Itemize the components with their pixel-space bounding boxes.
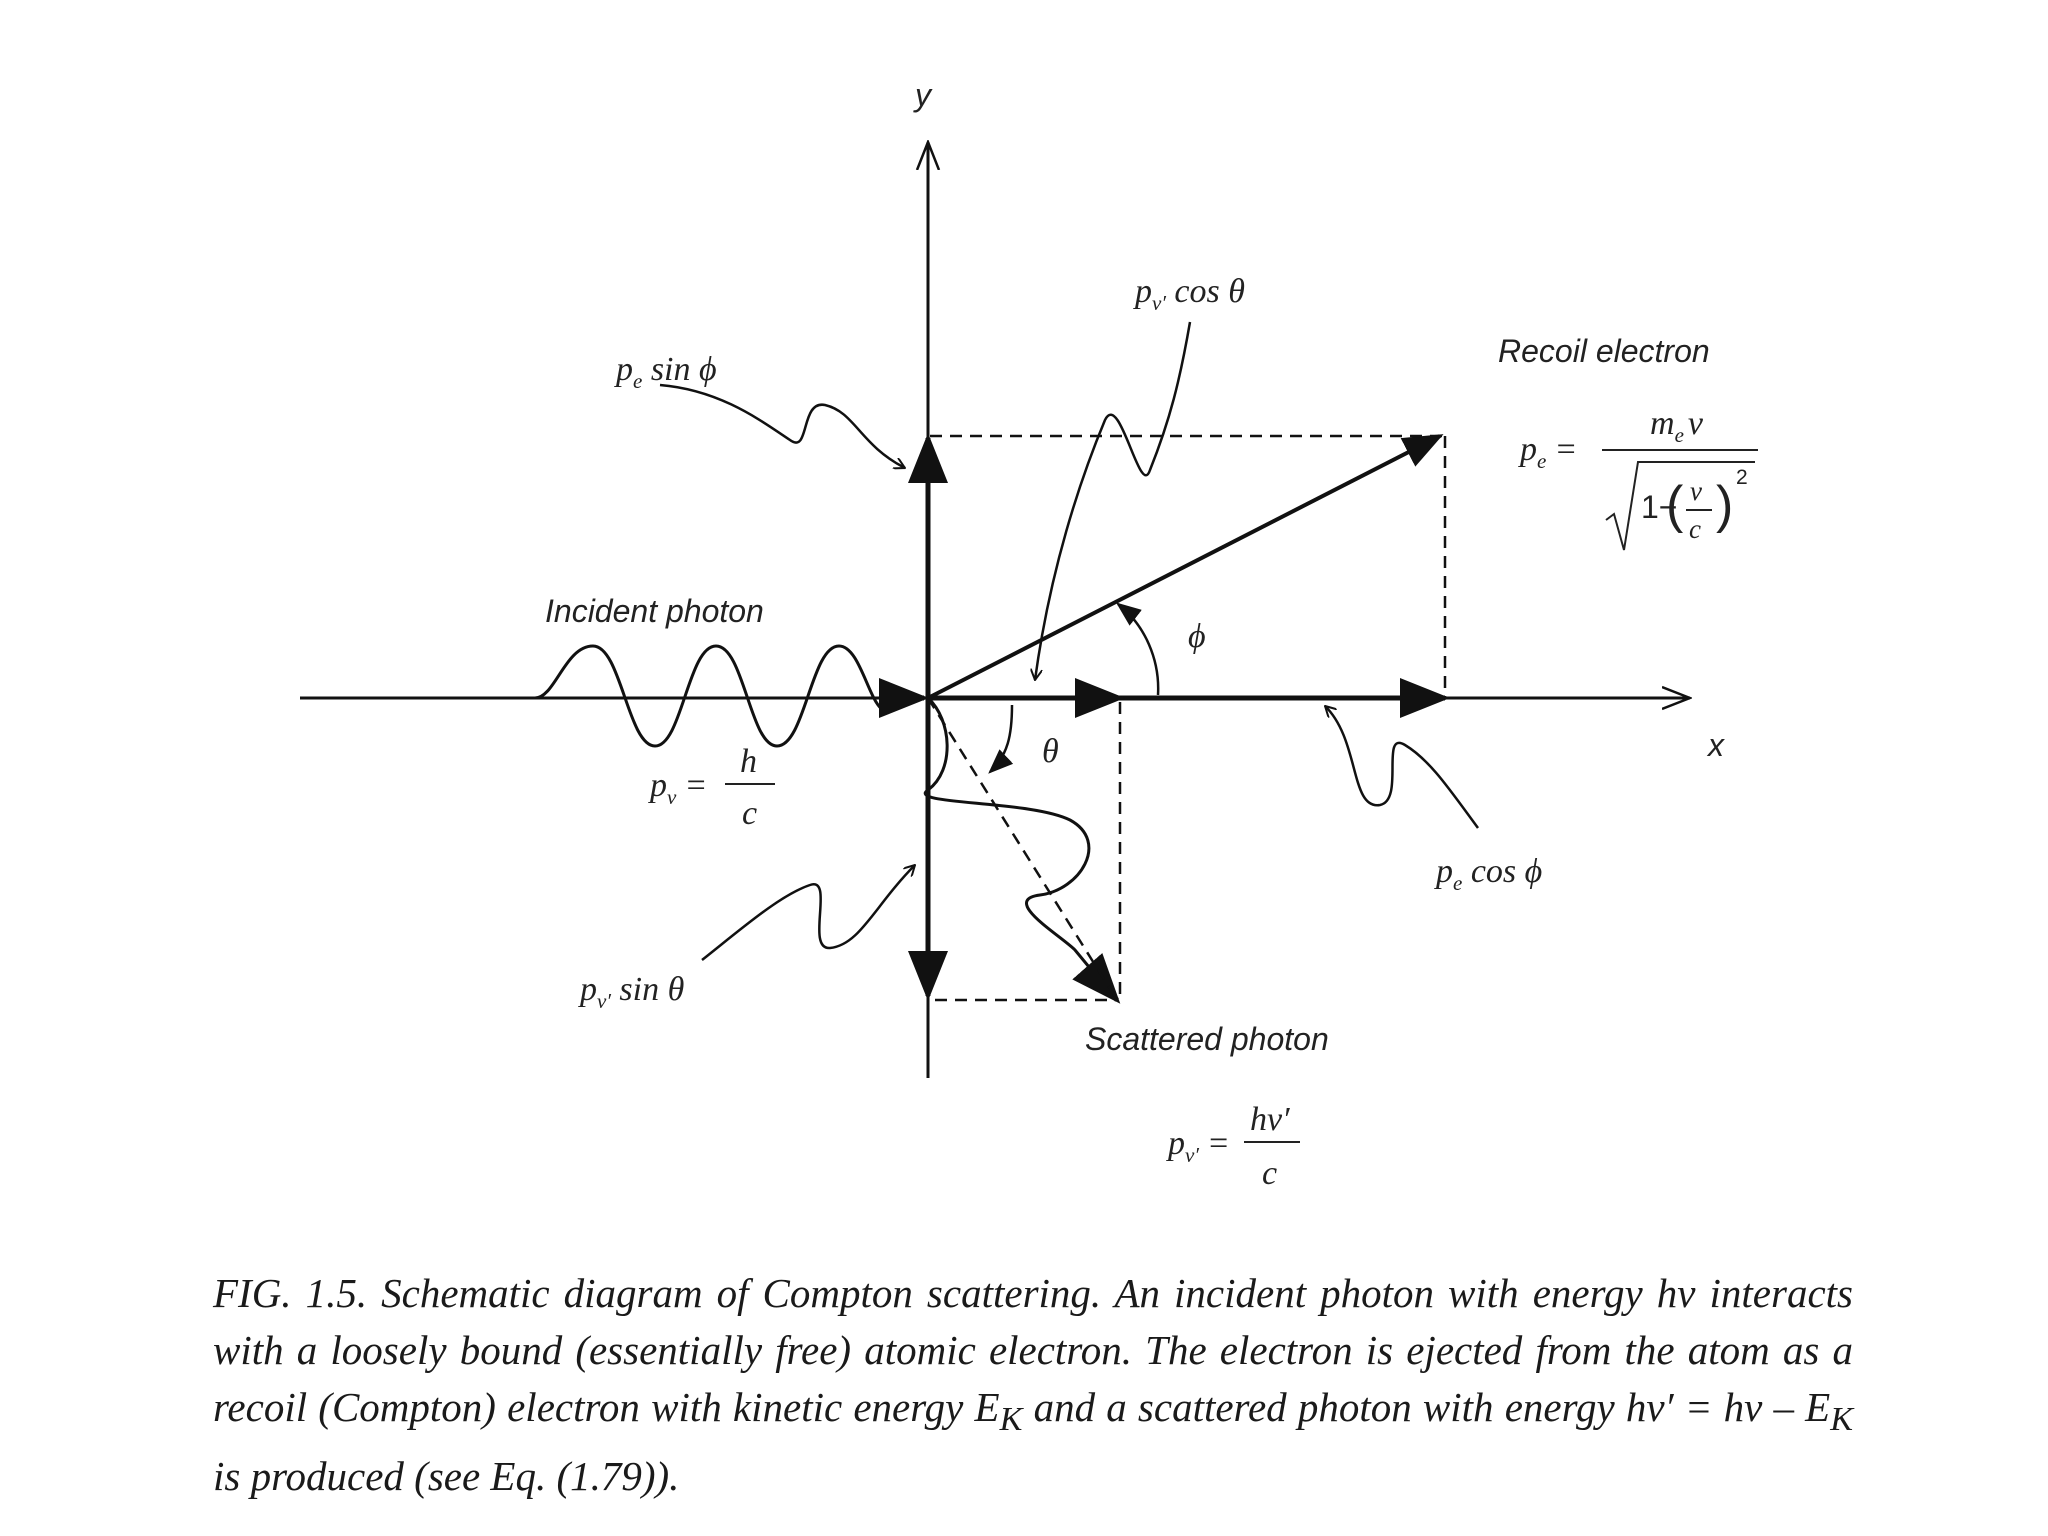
phi-angle-arc	[1116, 602, 1160, 696]
phi-symbol: ϕ	[1188, 618, 1206, 655]
svg-text:pν′=: pν′=	[1166, 1125, 1230, 1167]
svg-text:v: v	[1690, 476, 1702, 506]
svg-text:pe=: pe=	[1518, 431, 1577, 473]
pointer-pv-cos	[1035, 321, 1192, 680]
theta-symbol: θ	[1042, 733, 1059, 770]
pv-prime-cos-theta-label: pν′ cos θ	[1133, 273, 1245, 315]
svg-text:1−: 1−	[1641, 489, 1677, 525]
svg-text:mev: mev	[1650, 405, 1704, 447]
incident-photon-wave	[534, 644, 903, 748]
svg-text:2: 2	[1736, 466, 1748, 489]
theta-angle-arc	[988, 704, 1014, 774]
svg-text:c: c	[1689, 514, 1701, 544]
svg-text:h: h	[740, 743, 757, 780]
svg-text:pν=: pν=	[648, 767, 707, 809]
pointer-pe-sin	[659, 383, 905, 468]
svg-text:): )	[1716, 476, 1733, 534]
scattered-momentum-equation: pν′= hν′ c	[1166, 1101, 1300, 1192]
recoil-electron-vector	[927, 434, 1444, 700]
pv-prime-sin-theta-label: pν′ sin θ	[578, 971, 684, 1013]
incident-photon-label: Incident photon	[545, 593, 764, 629]
recoil-electron-label: Recoil electron	[1498, 333, 1710, 369]
y-axis-label: y	[913, 77, 933, 113]
incident-momentum-equation: pν= h c	[648, 743, 775, 832]
scattered-photon-wave	[923, 696, 1110, 991]
pointer-pe-cos	[1325, 706, 1480, 829]
svg-text:(: (	[1666, 476, 1684, 534]
figure-caption: FIG. 1.5. Schematic diagram of Compton s…	[213, 1270, 1853, 1500]
pe-sin-phi-label: pe sin ϕ	[614, 351, 717, 393]
x-axis-label: x	[1706, 727, 1725, 763]
svg-text:hν′: hν′	[1250, 1101, 1290, 1138]
pointer-pv-sin	[701, 865, 915, 961]
svg-text:c: c	[742, 795, 757, 832]
svg-text:c: c	[1262, 1155, 1277, 1192]
scattered-photon-label: Scattered photon	[1085, 1021, 1329, 1057]
figure-number: FIG. 1.5.	[213, 1270, 368, 1316]
pe-cos-phi-label: pe cos ϕ	[1434, 853, 1542, 895]
